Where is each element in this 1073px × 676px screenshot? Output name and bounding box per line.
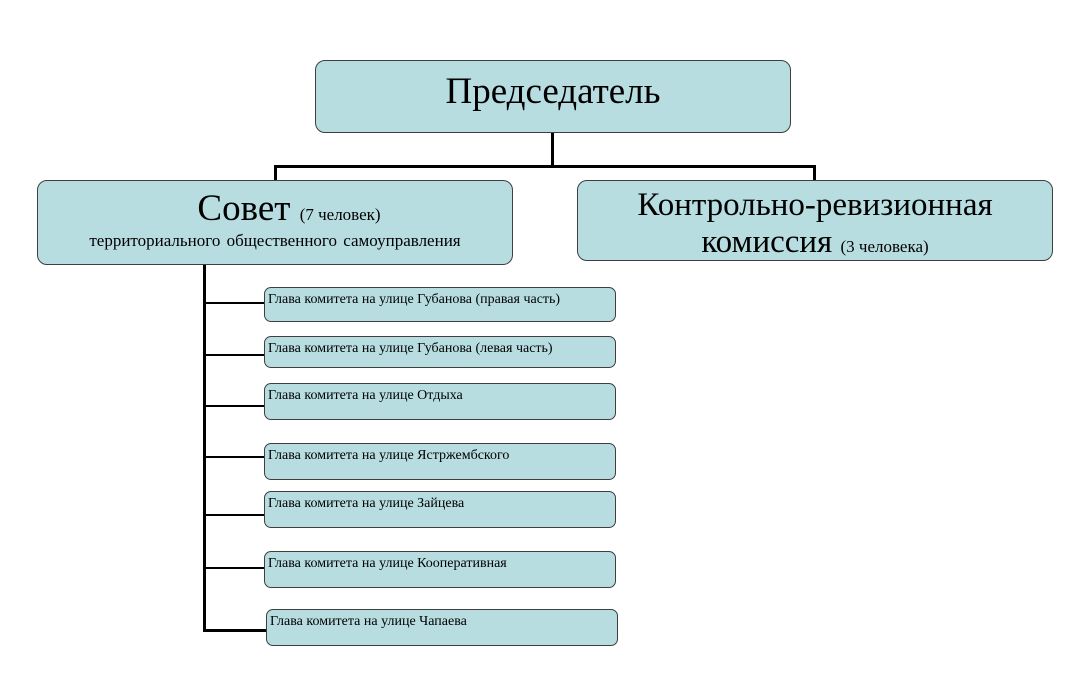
council-title: Совет — [197, 188, 291, 229]
commission-box: Контрольно-ревизионная комиссия (3 челов… — [577, 180, 1053, 261]
committee-label: Глава комитета на улице Губанова (левая … — [268, 341, 553, 356]
committee-box: Глава комитета на улице Зайцева — [264, 491, 616, 528]
committee-label: Глава комитета на улице Зайцева — [268, 496, 465, 511]
committee-label: Глава комитета на улице Чапаева — [270, 614, 467, 629]
committee-label: Глава комитета на улице Кооперативная — [268, 556, 507, 571]
committee-box: Глава комитета на улице Отдыха — [264, 383, 616, 420]
connector-branch — [203, 567, 265, 569]
commission-count: (3 человека) — [840, 237, 929, 256]
committee-box: Глава комитета на улице Ястржембского — [264, 443, 616, 480]
chairman-title: Председатель — [445, 71, 661, 112]
connector-branch — [203, 629, 267, 632]
committee-label: Глава комитета на улице Ястржембского — [268, 448, 510, 463]
connector-council-trunk — [203, 265, 206, 632]
connector-to-council — [274, 165, 277, 180]
connector-to-commission — [813, 165, 816, 180]
committee-label: Глава комитета на улице Отдыха — [268, 388, 463, 403]
connector-branch — [203, 354, 265, 356]
connector-branch — [203, 405, 265, 407]
chairman-box: Председатель — [315, 60, 791, 133]
commission-title-line2: комиссия — [701, 224, 833, 260]
council-subtitle: территориального общественного самоуправ… — [89, 231, 461, 250]
connector-top-horizontal — [274, 165, 816, 168]
council-count: (7 человек) — [299, 205, 381, 224]
committee-box: Глава комитета на улице Губанова (левая … — [264, 336, 616, 368]
council-box: Совет (7 человек) территориального общес… — [37, 180, 513, 265]
connector-branch — [203, 302, 265, 304]
connector-chairman-stem — [551, 133, 554, 167]
committee-box: Глава комитета на улице Чапаева — [266, 609, 618, 646]
connector-branch — [203, 514, 265, 516]
committee-box: Глава комитета на улице Кооперативная — [264, 551, 616, 588]
committee-label: Глава комитета на улице Губанова (правая… — [268, 292, 561, 307]
commission-title: Контрольно-ревизионная — [637, 187, 993, 223]
committee-box: Глава комитета на улице Губанова (правая… — [264, 287, 616, 322]
connector-branch — [203, 456, 265, 458]
